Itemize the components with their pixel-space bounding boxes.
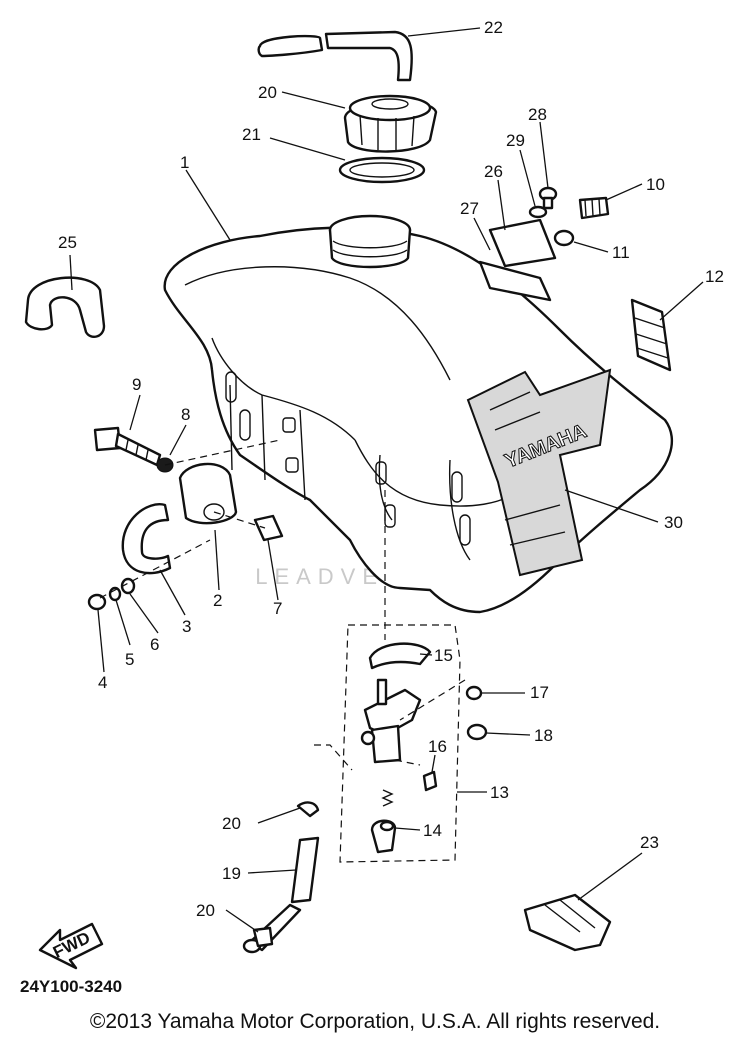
part-label-13: 13 bbox=[490, 783, 509, 802]
screw-11 bbox=[553, 229, 575, 247]
part-label-28: 28 bbox=[528, 105, 547, 124]
bolt-9 bbox=[93, 426, 162, 467]
copyright-notice: ©2013 Yamaha Motor Corporation, U.S.A. A… bbox=[89, 1010, 661, 1033]
fuel-cap bbox=[343, 94, 438, 153]
part-label-2: 2 bbox=[213, 591, 222, 610]
part-label-5: 5 bbox=[125, 650, 134, 669]
part-label-20-upper: 20 bbox=[222, 814, 241, 833]
part-label-12: 12 bbox=[705, 267, 724, 286]
washer-29 bbox=[528, 205, 548, 219]
cap-gasket bbox=[338, 156, 426, 184]
part-label-14: 14 bbox=[423, 821, 442, 840]
part-label-20-lower: 20 bbox=[196, 901, 215, 920]
screw-18 bbox=[466, 723, 488, 741]
part-label-30: 30 bbox=[664, 513, 683, 532]
side-clip bbox=[630, 298, 672, 372]
part-label-18: 18 bbox=[534, 726, 553, 745]
part-label-3: 3 bbox=[182, 617, 191, 636]
clip-20-upper bbox=[296, 801, 320, 818]
washer-17 bbox=[465, 685, 483, 701]
part-label-16: 16 bbox=[428, 737, 447, 756]
part-label-22: 21 bbox=[242, 125, 261, 144]
part-label-19: 19 bbox=[222, 864, 241, 883]
part-label-23: 22 bbox=[484, 18, 503, 37]
screw-4 bbox=[87, 593, 107, 611]
fuel-tank: YAMAHA bbox=[163, 214, 674, 614]
part-label-26: 26 bbox=[484, 162, 503, 181]
gasket-15 bbox=[368, 642, 432, 670]
part-label-4: 4 bbox=[98, 673, 107, 692]
part-label-17: 17 bbox=[530, 683, 549, 702]
screw-28 bbox=[538, 186, 558, 210]
part-label-27: 27 bbox=[460, 199, 479, 218]
part-label-11: 11 bbox=[612, 243, 630, 262]
fuel-cock-assembly bbox=[339, 624, 461, 863]
part-label-25: 25 bbox=[58, 233, 77, 252]
part-label-9: 9 bbox=[132, 375, 141, 394]
damper-2 bbox=[178, 462, 238, 525]
part-label-24: 23 bbox=[640, 833, 659, 852]
part-label-1: 1 bbox=[180, 153, 189, 172]
strap-bracket bbox=[24, 276, 106, 338]
collar-7 bbox=[253, 514, 284, 542]
guard-24 bbox=[523, 893, 612, 952]
clamp-3 bbox=[121, 503, 172, 575]
bolt-10 bbox=[578, 196, 610, 220]
forward-arrow: FWD bbox=[38, 922, 104, 970]
mounting-plate bbox=[478, 218, 557, 302]
clip-20-lower bbox=[252, 926, 274, 948]
part-label-7: 7 bbox=[273, 599, 282, 618]
breather-hose bbox=[257, 30, 413, 82]
part-label-29: 29 bbox=[506, 131, 525, 150]
part-label-10: 10 bbox=[646, 175, 665, 194]
screw-16 bbox=[422, 770, 438, 792]
part-label-6: 6 bbox=[150, 635, 159, 654]
part-label-21: 20 bbox=[258, 83, 277, 102]
part-label-15: 15 bbox=[434, 646, 453, 665]
diagram-code: 24Y100-3240 bbox=[20, 977, 122, 996]
spring-14 bbox=[381, 789, 394, 807]
part-label-8: 8 bbox=[181, 405, 190, 424]
